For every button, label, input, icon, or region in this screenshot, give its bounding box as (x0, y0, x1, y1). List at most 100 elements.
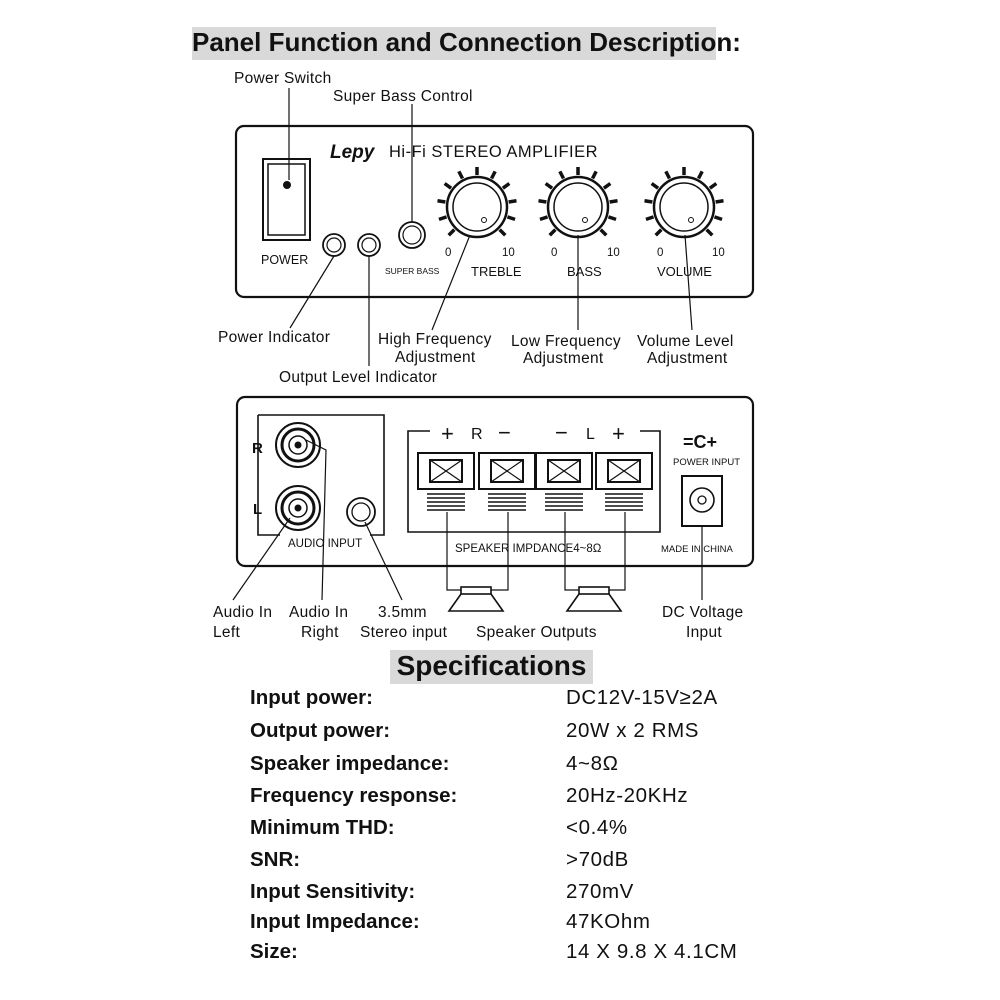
audio-left-leader (232, 517, 291, 601)
treble-min-label: 0 (445, 247, 451, 259)
callout-volume-2: Adjustment (647, 350, 728, 367)
callout-audio-right-2: Right (301, 624, 339, 641)
speaker-terminal[interactable] (535, 452, 593, 511)
rear-l-label: L (253, 501, 262, 518)
super-bass-button[interactable] (398, 221, 426, 249)
speaker-plus-l: + (612, 421, 625, 446)
spec-row: Output power: 20W x 2 RMS (250, 719, 810, 749)
rear-r-label: R (252, 440, 263, 457)
speaker-l-label: L (586, 426, 595, 443)
spec-row: SNR: >70dB (250, 848, 810, 878)
panel-section-title: Panel Function and Connection Descriptio… (192, 27, 741, 60)
spec-label: Minimum THD: (250, 816, 395, 839)
spec-label: Output power: (250, 719, 391, 742)
spec-value: 270mV (566, 880, 634, 903)
volume-min-label: 0 (657, 247, 663, 259)
rca-jack-left[interactable] (275, 485, 321, 531)
output-level-led (357, 233, 381, 257)
brand-logo: Lepy (330, 142, 376, 163)
callout-dc-2: Input (686, 624, 722, 641)
dc-power-jack[interactable] (681, 475, 723, 527)
callout-volume-1: Volume Level (637, 333, 734, 350)
power-indicator-leader (289, 255, 335, 329)
callout-power-indicator: Power Indicator (218, 329, 330, 346)
volume-knob[interactable] (644, 167, 724, 239)
spec-row: Input power: DC12V-15V≥2A (250, 686, 810, 716)
speaker-terminal[interactable] (478, 452, 536, 511)
spec-row: Speaker impedance:4~8Ω (250, 752, 810, 782)
callout-stereo-2: Stereo input (360, 624, 448, 641)
speaker-wire-l2 (609, 512, 626, 591)
dc-polarity-symbol: =C+ (683, 432, 717, 452)
speaker-minus-l: − (555, 420, 568, 445)
callout-audio-left-2: Left (213, 624, 240, 641)
speaker-plus-r: + (441, 421, 454, 446)
callout-high-freq-1: High Frequency (378, 331, 492, 348)
spec-value: 20W x 2 RMS (566, 719, 700, 742)
spec-value: 20Hz-20KHz (566, 784, 689, 807)
speaker-wire-r (446, 512, 461, 591)
spec-value: 14 X 9.8 X 4.1CM (566, 940, 738, 963)
power-label: POWER (261, 253, 308, 267)
callout-speaker-outputs: Speaker Outputs (476, 624, 597, 641)
spec-label: Input Sensitivity: (250, 880, 416, 903)
front-panel (234, 124, 755, 299)
audio-input-bracket (257, 414, 385, 536)
rca-jack-right[interactable] (275, 422, 321, 468)
model-title: Hi-Fi STEREO AMPLIFIER (389, 143, 598, 161)
audio-right-leader (305, 439, 327, 601)
speaker-wire-l (564, 512, 579, 591)
callout-low-freq-2: Adjustment (523, 350, 604, 367)
volume-leader (684, 234, 693, 331)
power-input-label: POWER INPUT (673, 457, 740, 468)
spec-value: DC12V-15V≥2A (566, 686, 718, 709)
power-indicator-led (322, 233, 346, 257)
stereo-input-leader (364, 521, 403, 601)
spec-value: 4~8Ω (566, 752, 619, 775)
callout-audio-left-1: Audio In (213, 604, 272, 621)
volume-label: VOLUME (657, 264, 712, 279)
speaker-r-label: R (471, 426, 483, 443)
made-in-label: MADE IN CHINA (661, 544, 733, 555)
callout-low-freq-1: Low Frequency (511, 333, 621, 350)
spec-row: Input Sensitivity: 270mV (250, 880, 810, 910)
audio-input-label: AUDIO INPUT (288, 538, 362, 550)
spec-row: Frequency response: 20Hz-20KHz (250, 784, 810, 814)
speaker-bracket (407, 430, 661, 533)
callout-high-freq-2: Adjustment (395, 349, 476, 366)
treble-max-label: 10 (502, 247, 515, 259)
speaker-impedance-label: SPEAKER IMPDANCE4~8Ω (455, 543, 602, 555)
bass-max-label: 10 (607, 247, 620, 259)
callout-super-bass: Super Bass Control (333, 88, 473, 105)
callout-audio-right-1: Audio In (289, 604, 348, 621)
speaker-terminal[interactable] (595, 452, 653, 511)
spec-label: SNR: (250, 848, 301, 871)
callout-stereo-1: 3.5mm (378, 604, 427, 621)
spec-value: 47KOhm (566, 910, 651, 933)
rear-panel (235, 395, 755, 568)
spec-label: Frequency response: (250, 784, 458, 807)
callout-dc-1: DC Voltage (662, 604, 743, 621)
callout-output-level: Output Level Indicator (279, 369, 437, 386)
spec-label: Input power: (250, 686, 373, 709)
spec-label: Size: (250, 940, 298, 963)
bass-knob[interactable] (538, 167, 618, 239)
speaker-minus-r: − (498, 420, 511, 445)
treble-label: TREBLE (471, 264, 522, 279)
speaker-terminal[interactable] (417, 452, 475, 511)
speaker-wire-r2 (491, 512, 509, 591)
treble-leader (431, 234, 471, 331)
volume-max-label: 10 (712, 247, 725, 259)
bass-label: BASS (567, 264, 602, 279)
spec-row: Minimum THD:<0.4% (250, 816, 810, 846)
spec-value: >70dB (566, 848, 629, 871)
spec-label: Input Impedance: (250, 910, 420, 933)
spec-row: Size: 14 X 9.8 X 4.1CM (250, 940, 810, 970)
callout-power-switch: Power Switch (234, 70, 332, 87)
specs-section-title: Specifications (390, 650, 593, 684)
power-switch[interactable] (262, 158, 311, 241)
treble-knob[interactable] (437, 167, 517, 239)
stereo-input-jack[interactable] (346, 497, 376, 527)
super-bass-label: SUPER BASS (385, 266, 440, 276)
